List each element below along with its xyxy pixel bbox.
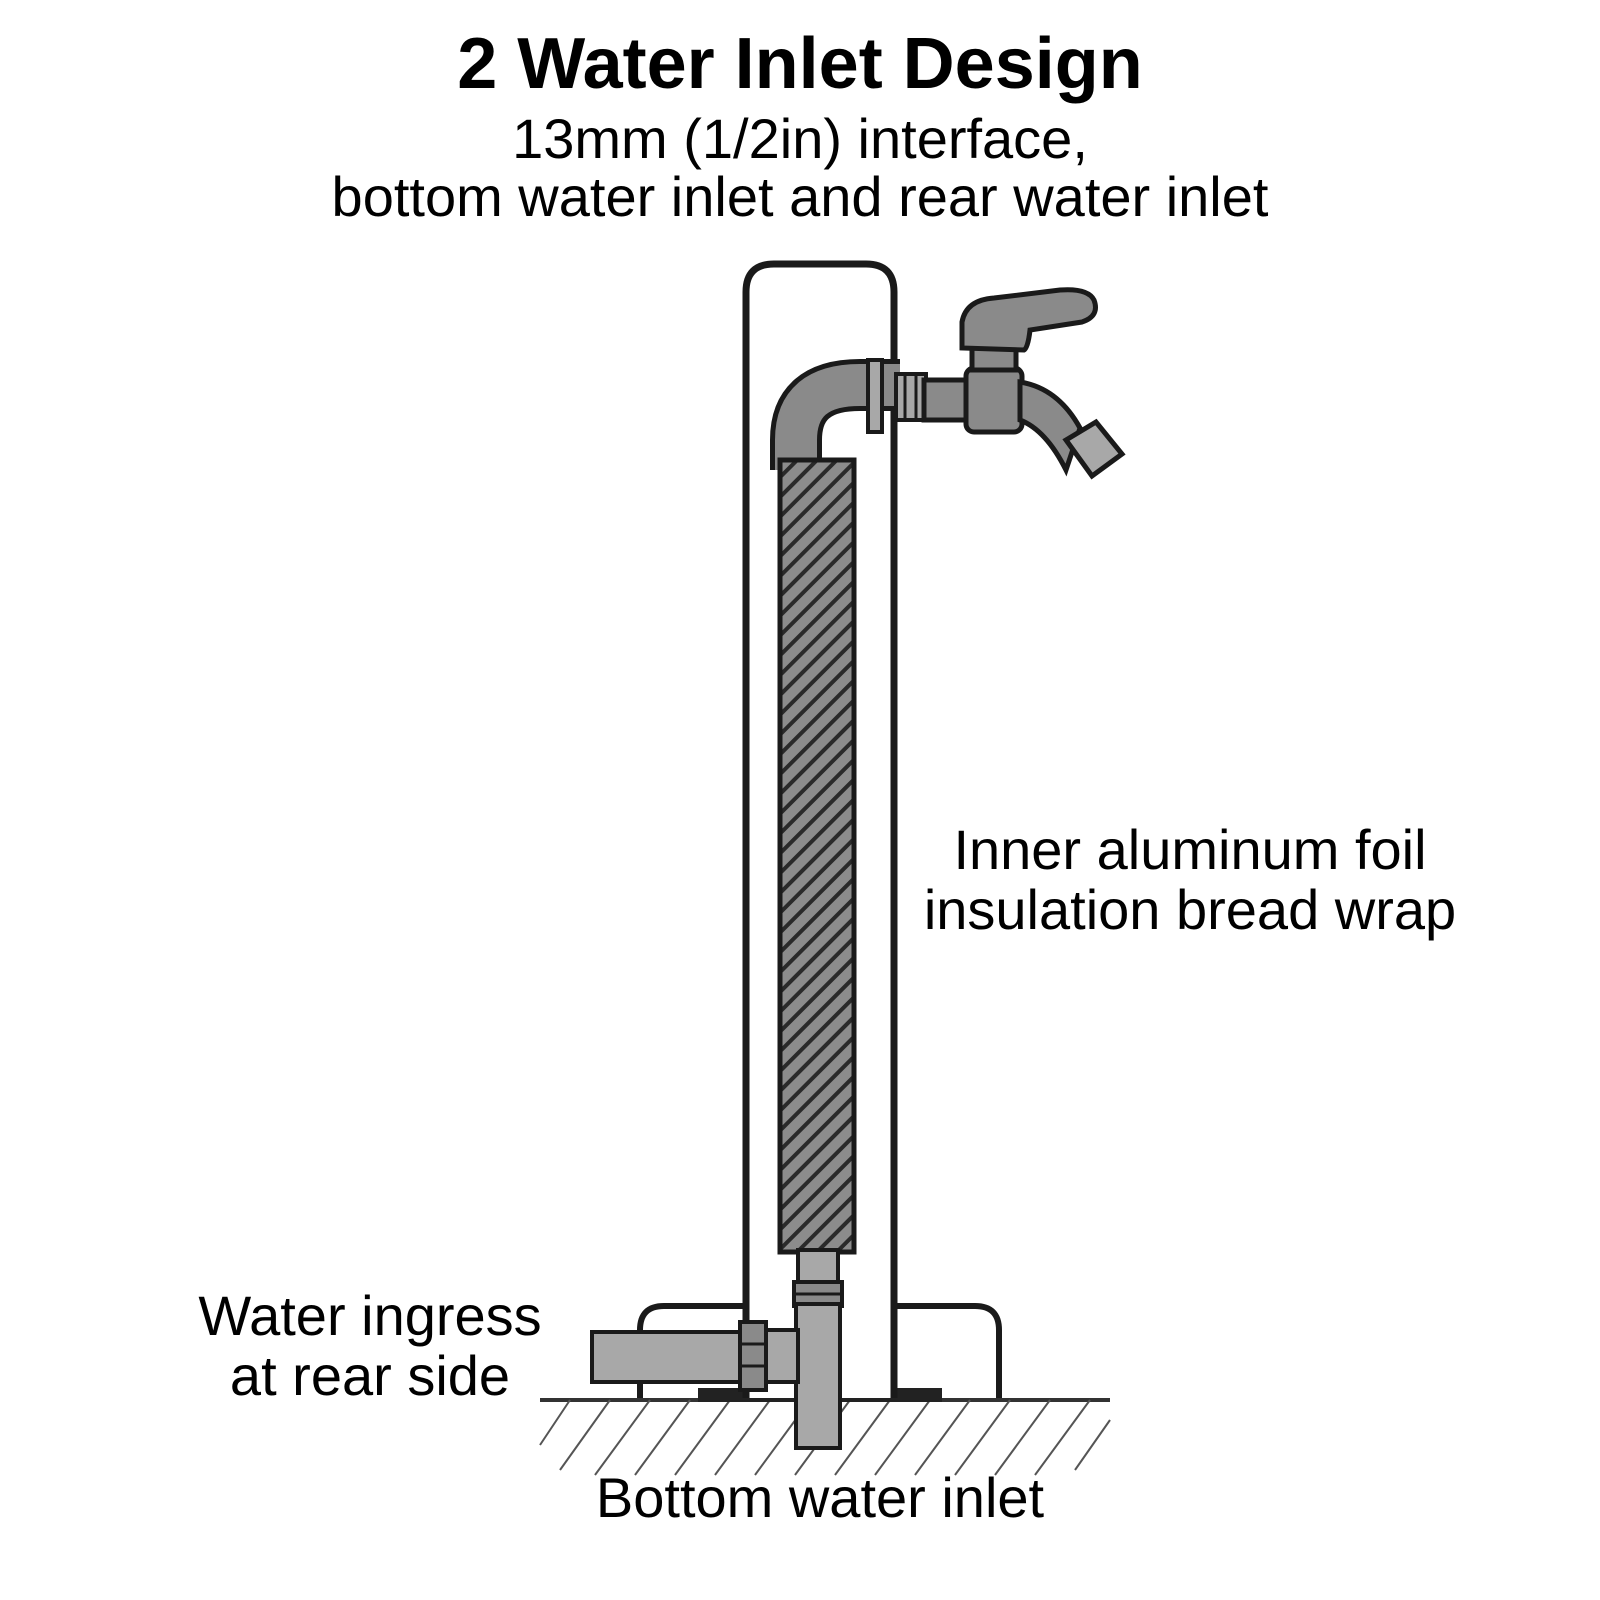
label-rear-inlet: Water ingress at rear side: [180, 1286, 560, 1406]
label-rear-line1: Water ingress: [198, 1284, 542, 1347]
bottom-inlet-pipe: [794, 1302, 842, 1450]
wall-flange: [866, 358, 884, 434]
diagram-subtitle-line1: 13mm (1/2in) interface,: [512, 107, 1088, 170]
insulation-wrap: [777, 457, 857, 1255]
diagram-title: 2 Water Inlet Design: [457, 24, 1143, 104]
rear-inlet-pipe: [590, 1330, 744, 1384]
tap-faucet: [921, 287, 1126, 480]
label-foil-wrap: Inner aluminum foil insulation bread wra…: [895, 820, 1485, 940]
label-rear-line2: at rear side: [229, 1344, 511, 1407]
label-foil-line1: Inner aluminum foil: [953, 818, 1427, 881]
label-bottom-inlet: Bottom water inlet: [595, 1466, 1045, 1529]
label-foil-line2: insulation bread wrap: [923, 878, 1457, 941]
rear-inlet-nut: [738, 1320, 768, 1392]
diagram-subtitle-line2: bottom water inlet and rear water inlet: [331, 165, 1269, 228]
